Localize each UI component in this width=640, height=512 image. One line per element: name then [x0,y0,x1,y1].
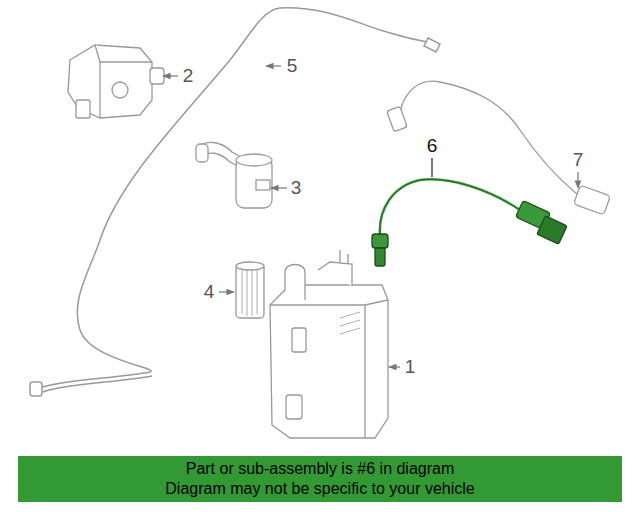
pump-part [68,45,164,118]
callout-number: 3 [291,178,302,198]
info-banner: Part or sub-assembly is #6 in diagramDia… [18,456,622,502]
callout-number: 1 [405,357,416,377]
callout-number: 4 [204,282,215,302]
callout-number: 6 [427,136,438,156]
sensor-part [372,179,567,266]
leader-line [163,66,578,367]
callout-number: 7 [573,150,584,170]
filter-part [236,262,264,318]
canister-part [270,250,388,438]
callout-number: 2 [183,66,194,86]
callout-number: 5 [287,56,298,76]
banner-text: Part or sub-assembly is #6 in diagram [186,459,455,479]
valve-part [196,142,272,208]
banner-text: Diagram may not be specific to your vehi… [165,479,474,499]
sensor-part [387,81,611,215]
